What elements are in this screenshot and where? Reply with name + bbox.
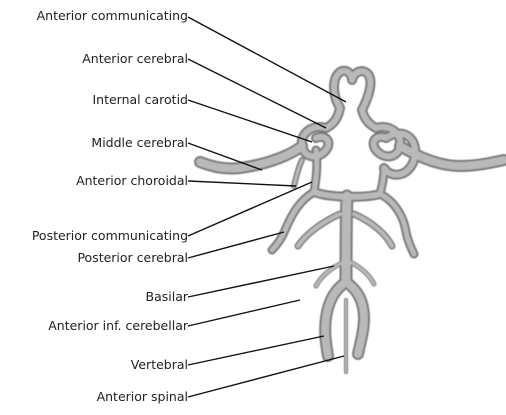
leader-anterior-cerebral	[188, 59, 326, 128]
label-anterior-cerebral: Anterior cerebral	[82, 52, 188, 66]
label-basilar: Basilar	[146, 290, 189, 304]
label-anterior-communicating: Anterior communicating	[37, 9, 188, 23]
leader-basilar	[188, 266, 334, 297]
label-anterior-spinal: Anterior spinal	[97, 390, 188, 404]
leader-anterior-spinal	[188, 356, 344, 397]
label-internal-carotid: Internal carotid	[92, 93, 188, 107]
leader-anterior-choroidal	[188, 181, 296, 186]
leader-anterior-inf-cerebellar	[188, 300, 300, 326]
leader-posterior-cerebral	[188, 232, 284, 258]
label-anterior-inf-cerebellar: Anterior inf. cerebellar	[48, 319, 188, 333]
leader-vertebral	[188, 336, 324, 365]
label-posterior-communicating: Posterior communicating	[32, 229, 188, 243]
label-anterior-choroidal: Anterior choroidal	[76, 174, 188, 188]
vessel-network	[200, 71, 504, 372]
label-posterior-cerebral: Posterior cerebral	[77, 251, 188, 265]
leader-anterior-communicating	[188, 17, 346, 102]
label-middle-cerebral: Middle cerebral	[91, 136, 188, 150]
label-vertebral: Vertebral	[131, 358, 188, 372]
leader-internal-carotid	[188, 100, 312, 142]
